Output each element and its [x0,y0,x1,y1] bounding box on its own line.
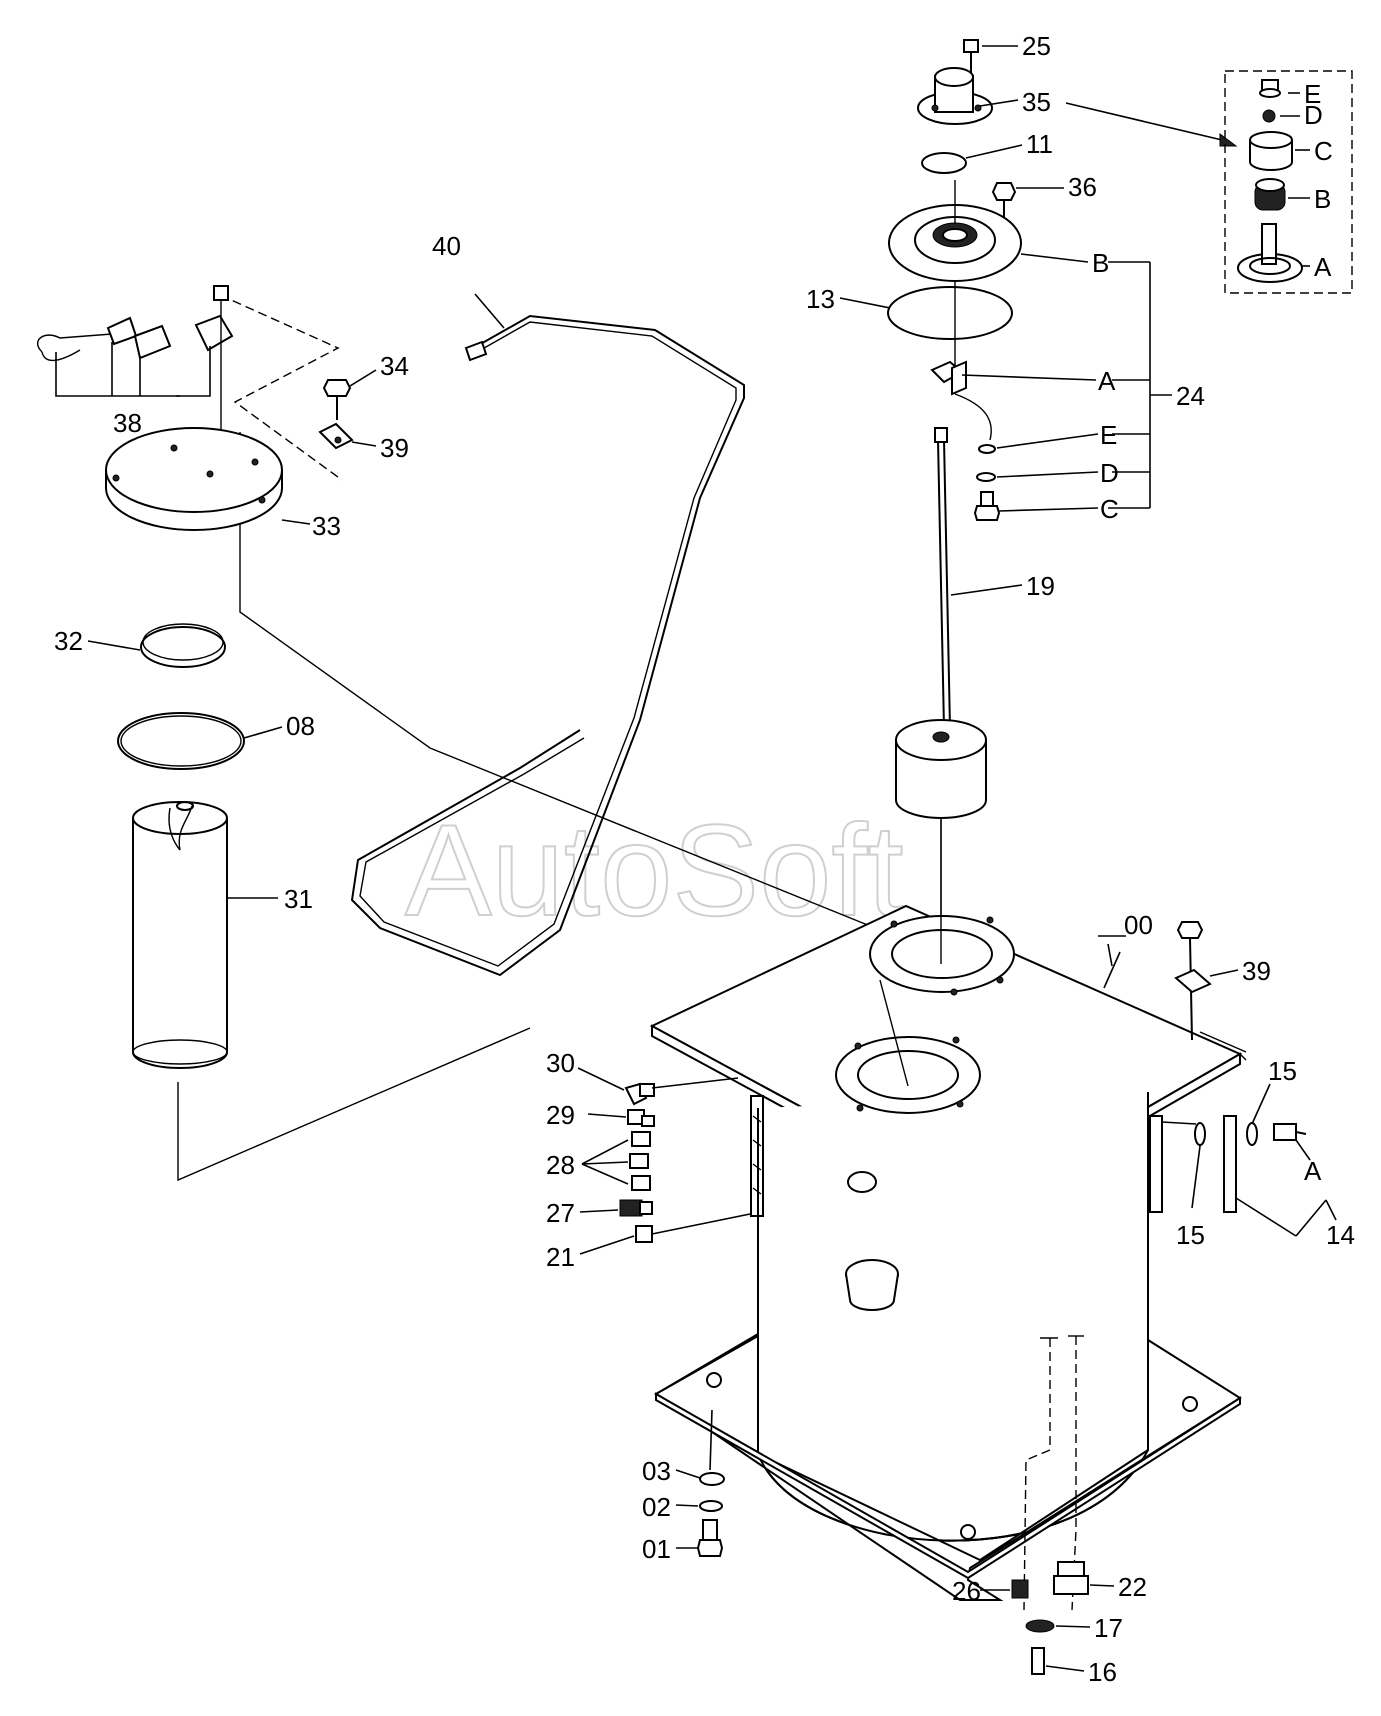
label-34: 34 [380,351,409,381]
label-31: 31 [284,884,313,914]
label-24: 24 [1176,381,1205,411]
float-bracket-A [930,282,1097,396]
label-30: 30 [546,1048,575,1078]
label-02: 02 [642,1492,671,1522]
label-22: 22 [1118,1572,1147,1602]
hydraulic-tank-00 [649,818,1247,1611]
clamp-39 [318,422,377,450]
label-03: 03 [642,1456,671,1486]
oring-08 [117,712,283,770]
fitting-27 [579,1199,653,1217]
filter-cover-33 [105,427,311,531]
oring-11 [921,144,1023,174]
hose-40 [350,293,745,977]
gasket-13 [839,286,1013,340]
inset-label-E: E [1304,79,1321,109]
bracket-14-assembly [1149,1083,1337,1237]
port-small [847,1171,877,1193]
fitting-30 [577,1067,739,1106]
breather-cap-35 [917,67,1238,147]
snap-ring-32 [87,623,226,668]
label-29: 29 [546,1100,575,1130]
bolt-clip-39-right [1174,921,1239,1041]
fitting-28 [581,1131,651,1191]
fitting-29 [587,1109,655,1127]
label-15-top: 15 [1268,1056,1297,1086]
label-21: 21 [546,1242,575,1272]
label-33: 33 [312,511,341,541]
float-element [895,719,987,970]
label-28: 28 [546,1150,575,1180]
label-D: D [1100,458,1119,488]
sensor-cable-38 [36,285,234,500]
drain-plug-22 [1053,1561,1115,1595]
lockwasher-02 [675,1500,723,1512]
label-16: 16 [1088,1657,1117,1687]
washer-03 [675,1409,725,1486]
label-E: E [1100,420,1117,450]
label-39-right: 39 [1242,956,1271,986]
label-36: 36 [1068,172,1097,202]
label-11: 11 [1026,129,1053,159]
label-32: 32 [54,626,83,656]
inset-label-C: C [1314,136,1333,166]
label-19: 19 [1026,571,1055,601]
inset-label-D: D [1304,100,1323,130]
bolt-01 [676,1519,724,1557]
label-A: A [1098,366,1116,396]
washer-17 [1025,1619,1091,1633]
label-13: 13 [806,284,835,314]
fitting-21 [579,1213,751,1255]
label-14: 14 [1326,1220,1355,1250]
label-40: 40 [432,231,461,261]
level-gauge-rod-19 [934,427,1023,729]
watermark: AutoSoft [405,797,904,943]
label-17: 17 [1094,1613,1123,1643]
bolt-16 [1031,1647,1085,1675]
label-38: 38 [113,408,142,438]
label-26: 26 [952,1576,981,1606]
washer-E [954,393,1099,454]
breather-detail-inset [1224,70,1353,294]
label-00: 00 [1124,910,1153,940]
cover-plate-B [888,180,1089,282]
label-B: B [1092,248,1109,278]
inset-label-A: A [1314,252,1332,282]
bolt-34 [322,369,377,420]
label-39-left: 39 [380,433,409,463]
port-large [845,1259,899,1311]
bolt-C [973,491,1099,521]
label-C: C [1100,494,1119,524]
label-15-bottom: 15 [1176,1220,1205,1250]
label-35: 35 [1022,87,1051,117]
filter-opening-ring [835,1036,981,1114]
label-27: 27 [546,1198,575,1228]
bracket-24 [1108,261,1172,509]
plug-26 [980,1579,1029,1599]
label-25: 25 [1022,31,1051,61]
lockwasher-D [976,471,1099,482]
bolt-25 [963,39,1018,78]
gauge-opening-ring [869,915,1015,996]
label-08: 08 [286,711,315,741]
label-01: 01 [642,1534,671,1564]
filter-element-31 [132,801,278,1069]
label-A-bolt: A [1304,1156,1322,1186]
inset-label-B: B [1314,184,1331,214]
